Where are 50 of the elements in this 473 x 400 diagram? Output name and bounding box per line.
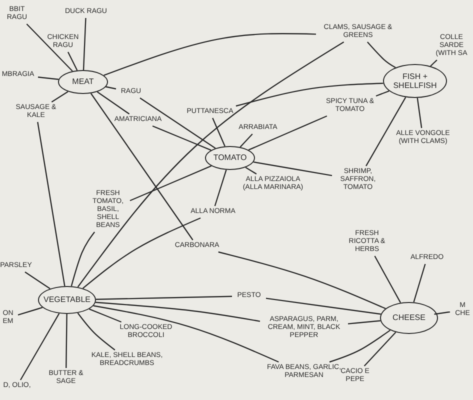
connector-line (240, 134, 253, 148)
connector-line (212, 118, 226, 146)
connector-line (348, 320, 380, 324)
connector-line (253, 161, 332, 176)
connector-line (77, 41, 344, 288)
connector-line (130, 165, 212, 202)
connector-line (37, 122, 66, 286)
connector-line (20, 313, 60, 380)
connector-line (376, 90, 390, 97)
connector-line (96, 296, 232, 300)
connector-line (90, 93, 194, 240)
connector-line (140, 98, 216, 149)
connector-line (430, 60, 438, 67)
connector-line (248, 115, 328, 151)
connector-line (82, 217, 201, 289)
connector-line (96, 91, 130, 114)
connector-line (218, 251, 386, 310)
connector-line (435, 311, 450, 315)
connector-line (18, 306, 43, 316)
connector-line (366, 42, 396, 68)
connector-line (51, 91, 68, 102)
connector-line (104, 33, 316, 76)
connector-line (89, 308, 122, 323)
connector-line (413, 264, 426, 302)
connector-line (416, 98, 422, 128)
connector-line (214, 170, 227, 206)
connector-line (374, 256, 402, 303)
connector-line (24, 272, 50, 290)
category-ellipse: VEGETABLE (38, 286, 96, 314)
connector-line (66, 314, 68, 368)
connector-line (364, 332, 396, 366)
category-ellipse: FISH + SHELLFISH (383, 64, 447, 98)
connector-line (26, 24, 73, 72)
connector-line (77, 312, 116, 350)
connector-line (152, 125, 212, 151)
connector-line (329, 330, 391, 363)
connector-line (366, 96, 406, 166)
connector-line (106, 86, 116, 90)
connector-line (236, 82, 384, 107)
connector-line (93, 305, 279, 363)
connector-line (82, 18, 86, 70)
connector-line (266, 298, 381, 315)
category-ellipse: CHEESE (380, 302, 438, 334)
category-ellipse: MEAT (58, 70, 108, 94)
connector-line (38, 76, 59, 80)
connector-line (96, 302, 260, 322)
connector-line (67, 52, 78, 71)
connector-line (70, 232, 96, 286)
connector-line (245, 166, 257, 175)
category-ellipse: TOMATO (205, 146, 255, 170)
